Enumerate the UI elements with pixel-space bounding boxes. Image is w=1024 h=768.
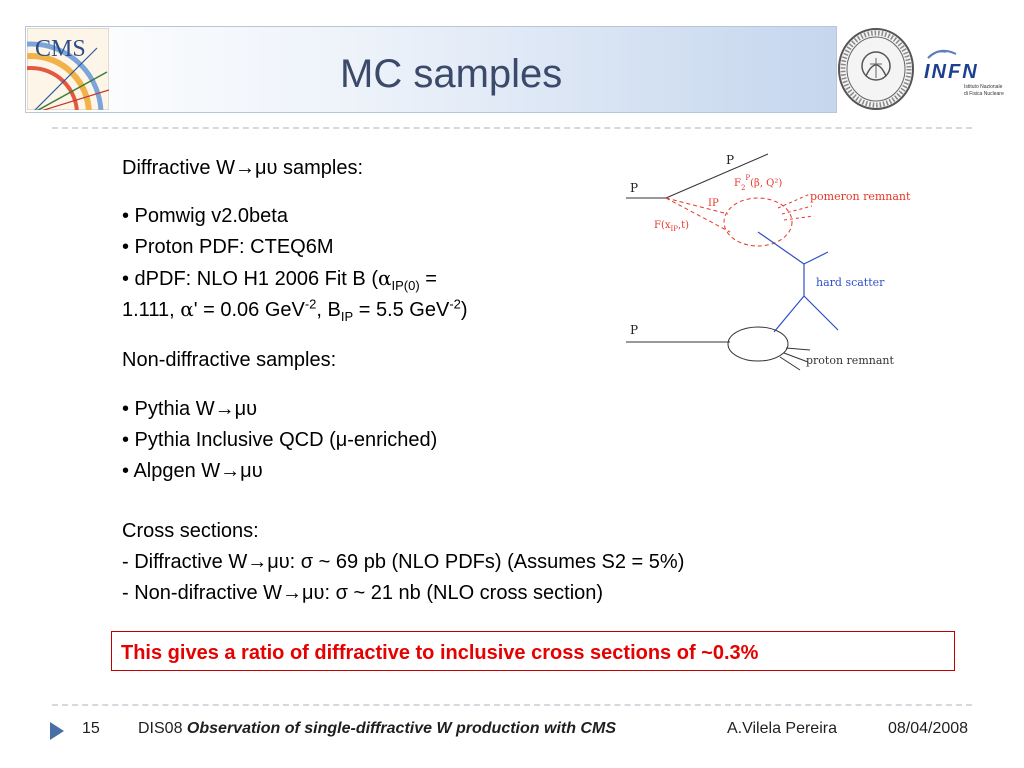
parton-line-upper [757, 231, 805, 265]
outgoing-parton-line [803, 251, 829, 265]
header-band [25, 26, 837, 113]
header-divider [52, 127, 972, 129]
pomeron-line-lower [665, 197, 731, 233]
pomeron-line-upper [665, 197, 729, 215]
footer-date: 08/04/2008 [888, 720, 969, 737]
conclusion-text: This gives a ratio of diffractive to inc… [121, 642, 759, 664]
proton-remnant-line-3 [779, 356, 801, 371]
diffractive-heading: Diffractive W→μυ samples: [122, 157, 364, 179]
cms-logo-text: CMS [35, 36, 86, 62]
diffractive-item-pomwig: • Pomwig v2.0beta [122, 205, 288, 227]
proton-remnant-label: proton remnant [806, 354, 894, 367]
proton-remnant-line-2 [783, 352, 809, 363]
footer-talk-info: DIS08 Observation of single-diffractive … [138, 720, 616, 737]
conclusion-box [111, 631, 955, 671]
diffractive-process-diagram: P P F2P(β, Q²) IP F(xIP,t) pomeron remna… [626, 153, 911, 371]
lepton-line [803, 295, 839, 331]
hard-scatter-label: hard scatter [816, 276, 885, 289]
pomeron-blob [723, 197, 793, 247]
nondiffractive-heading: Non-diffractive samples: [122, 349, 337, 371]
pomeron-label: IP [708, 198, 719, 209]
f2-label: F2P(β, Q²) [734, 174, 782, 192]
page-number: 15 [82, 720, 100, 737]
proton-bottom-label: P [630, 323, 638, 337]
proton-blob [727, 326, 789, 362]
nondiffractive-item-pythia-w: • Pythia W→μυ [122, 398, 258, 420]
outgoing-proton-line [665, 153, 769, 199]
svg-text:Istituto Nazionale: Istituto Nazionale [964, 84, 1003, 90]
proton-out-label: P [726, 153, 734, 167]
cross-section-diffractive: - Diffractive W→μυ: σ ~ 69 pb (NLO PDFs)… [122, 551, 685, 573]
footer-author: A.Vilela Pereira [727, 720, 837, 737]
parton-line-lower [773, 295, 805, 333]
svg-text:di Fisica Nucleare: di Fisica Nucleare [964, 91, 1004, 97]
cms-logo: CMS [27, 28, 109, 110]
infn-logo-text: INFN [924, 61, 979, 83]
cross-section-nondiffractive: - Non-difractive W→μυ: σ ~ 21 nb (NLO cr… [122, 582, 604, 604]
footer-arrow-icon [50, 722, 64, 740]
diffractive-item-pdf: • Proton PDF: CTEQ6M [122, 236, 334, 258]
infn-logo: INFN Istituto Nazionale di Fisica Nuclea… [924, 49, 1004, 97]
footer-divider [52, 704, 972, 706]
cross-sections-heading: Cross sections: [122, 520, 259, 542]
proton-in-label: P [630, 181, 638, 195]
page-title: MC samples [340, 52, 563, 96]
nondiffractive-item-alpgen: • Alpgen W→μυ [122, 460, 263, 482]
nondiffractive-item-pythia-qcd: • Pythia Inclusive QCD (μ-enriched) [122, 429, 438, 451]
diffractive-item-dpdf-params: 1.111, α' = 0.06 GeV-2, BIP = 5.5 GeV-2) [122, 296, 468, 324]
proton-remnant-line-1 [785, 347, 811, 351]
university-seal [838, 28, 914, 110]
pomeron-remnant-line-2 [781, 205, 813, 215]
diffractive-item-dpdf: • dPDF: NLO H1 2006 Fit B (αIP(0) = [122, 266, 437, 293]
pomeron-remnant-label: pomeron remnant [810, 190, 911, 203]
flux-label: F(xIP,t) [654, 220, 689, 233]
pomeron-remnant-line-3 [783, 215, 815, 221]
